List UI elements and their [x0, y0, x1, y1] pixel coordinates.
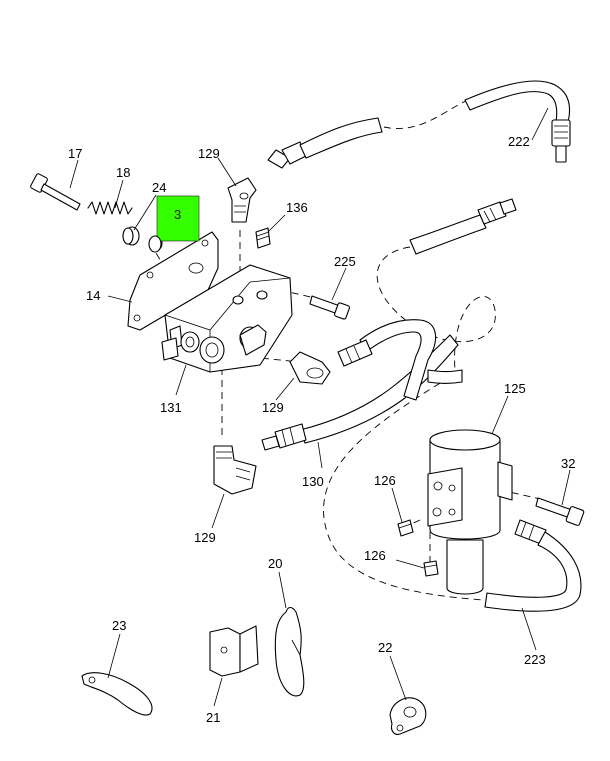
callout-21: 21 — [206, 710, 220, 725]
part-22-clamp — [389, 697, 427, 735]
part-17-bolt — [30, 173, 81, 211]
part-126-plug-upper — [397, 519, 414, 537]
part-125-dryer — [427, 429, 513, 595]
part-23-clamp — [81, 672, 153, 716]
part-14-gasket — [127, 231, 219, 331]
part-21-bracket — [209, 625, 259, 677]
part-3-oring — [148, 235, 162, 253]
callout-14: 14 — [86, 288, 100, 303]
callout-129-middle: 129 — [262, 400, 284, 415]
callout-labels: 17 18 24 14 129 136 225 222 131 129 130 … — [68, 134, 575, 725]
callout-125: 125 — [504, 381, 526, 396]
hose-loop — [337, 319, 463, 401]
highlight-marker-3[interactable]: 3 — [148, 195, 200, 253]
callout-136: 136 — [286, 200, 308, 215]
callout-129-bottom: 129 — [194, 530, 216, 545]
part-131-valve-body — [161, 264, 293, 373]
callout-223: 223 — [524, 652, 546, 667]
callout-23: 23 — [112, 618, 126, 633]
part-126-plug-lower — [423, 560, 439, 577]
highlight-label: 3 — [174, 207, 181, 222]
callout-24: 24 — [152, 180, 166, 195]
part-129-elbow-top — [227, 177, 257, 223]
part-32-bolt — [535, 497, 585, 526]
part-18-spring — [87, 201, 133, 215]
highlight-box[interactable] — [156, 195, 200, 242]
part-129-elbow-bottom — [213, 445, 257, 495]
callout-20: 20 — [268, 556, 282, 571]
hose-upper-right — [409, 198, 517, 255]
part-129-elbow-middle — [289, 351, 331, 385]
part-136-plug — [255, 227, 271, 249]
callout-131: 131 — [160, 400, 182, 415]
callout-126-upper: 126 — [374, 473, 396, 488]
callout-222: 222 — [508, 134, 530, 149]
callout-126-lower: 126 — [364, 548, 386, 563]
callout-129-top: 129 — [198, 146, 220, 161]
callout-130: 130 — [302, 474, 324, 489]
leader-lines — [69, 107, 571, 707]
callout-225: 225 — [334, 254, 356, 269]
callout-17: 17 — [68, 146, 82, 161]
callout-18: 18 — [116, 165, 130, 180]
part-225-bolt — [309, 295, 351, 320]
callout-32: 32 — [561, 456, 575, 471]
part-20-hook — [274, 606, 305, 697]
hose-130 — [261, 334, 459, 451]
hose-222 — [267, 80, 571, 169]
callout-22: 22 — [378, 640, 392, 655]
hose-223 — [484, 519, 582, 612]
